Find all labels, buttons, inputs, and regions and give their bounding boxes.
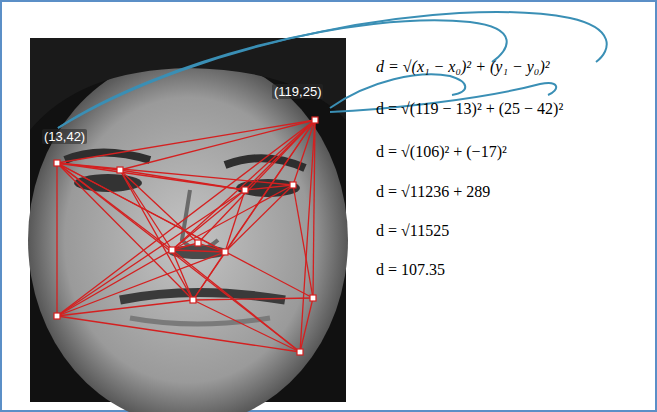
formula-step: d = √11525 bbox=[376, 222, 449, 240]
mesh-line bbox=[172, 250, 300, 352]
mesh-line bbox=[245, 185, 293, 190]
mesh-line bbox=[172, 190, 245, 250]
mesh-line bbox=[57, 250, 172, 316]
face bbox=[28, 55, 348, 412]
leader-curve bbox=[58, 12, 607, 128]
mesh-line bbox=[172, 120, 315, 250]
landmark-point bbox=[312, 117, 318, 123]
landmark-points bbox=[54, 117, 318, 355]
mesh-line bbox=[120, 170, 245, 190]
mesh-line bbox=[300, 298, 313, 352]
brow bbox=[225, 158, 305, 168]
mesh-line bbox=[120, 120, 315, 170]
landmark-mesh bbox=[57, 120, 315, 352]
mesh-line bbox=[172, 185, 293, 250]
brow bbox=[65, 153, 150, 161]
mesh-line bbox=[193, 298, 313, 300]
landmark-point bbox=[242, 187, 248, 193]
distance-formula: d = √(x₁ − x₀)² + (y₁ − y₀)² bbox=[376, 58, 550, 76]
landmark-point bbox=[195, 240, 201, 246]
mesh-line bbox=[57, 163, 300, 352]
mesh-line bbox=[57, 190, 245, 316]
mesh-line bbox=[56, 163, 57, 316]
eye bbox=[236, 179, 300, 197]
mesh-line bbox=[293, 120, 315, 185]
landmark-point bbox=[190, 297, 196, 303]
landmark-point bbox=[310, 295, 316, 301]
mesh-line bbox=[120, 170, 193, 300]
mesh-line bbox=[293, 185, 313, 298]
landmark-point bbox=[222, 249, 228, 255]
mesh-line bbox=[57, 163, 293, 185]
mesh-line bbox=[57, 252, 225, 316]
mesh-line bbox=[193, 252, 225, 300]
mesh-line bbox=[57, 163, 193, 300]
lip bbox=[130, 318, 270, 324]
landmark-point bbox=[290, 182, 296, 188]
mesh-line bbox=[57, 120, 315, 163]
mesh-line bbox=[57, 163, 245, 190]
mesh-line bbox=[245, 120, 315, 190]
mesh-line bbox=[120, 170, 172, 250]
formula-step: d = √(119 − 13)² + (25 − 42)² bbox=[376, 100, 563, 118]
mesh-line bbox=[172, 250, 193, 300]
formula-result: d = 107.35 bbox=[376, 261, 445, 279]
landmark-point bbox=[297, 349, 303, 355]
mesh-line bbox=[225, 185, 293, 252]
landmark-point bbox=[169, 247, 175, 253]
landmark-point bbox=[54, 160, 60, 166]
leader-curves bbox=[58, 12, 607, 128]
mesh-line bbox=[172, 250, 225, 252]
mesh-line bbox=[57, 120, 315, 316]
landmark-point bbox=[117, 167, 123, 173]
coordinate-label: (13,42) bbox=[42, 129, 87, 144]
formula-step: d = √11236 + 289 bbox=[376, 183, 490, 201]
formula-step: d = √(106)² + (−17)² bbox=[376, 143, 507, 161]
mesh-line bbox=[57, 316, 300, 352]
landmark-point bbox=[54, 313, 60, 319]
coordinate-label: (119,25) bbox=[272, 84, 323, 99]
